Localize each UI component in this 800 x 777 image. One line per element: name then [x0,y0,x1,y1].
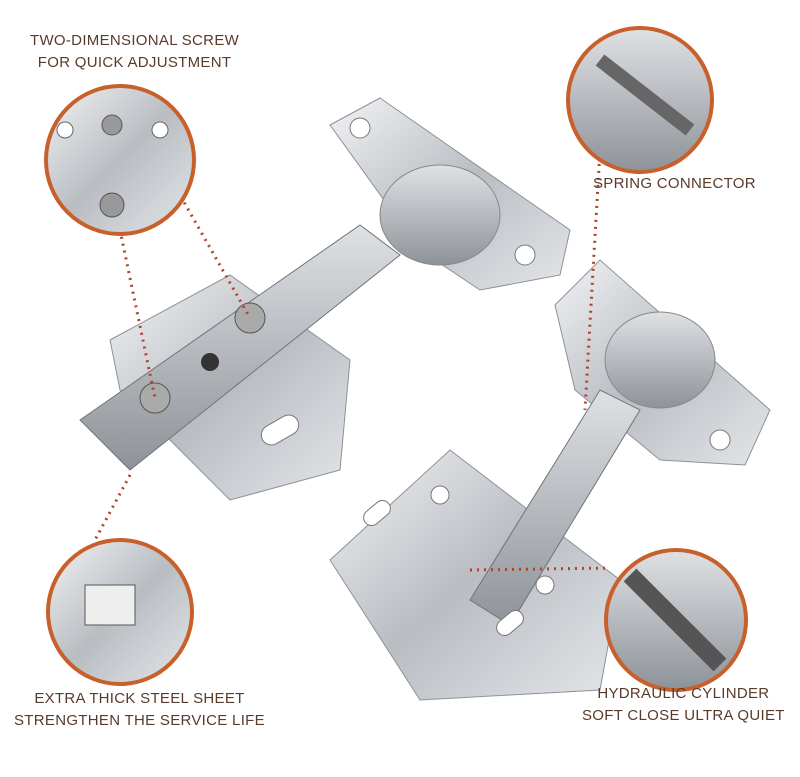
callout-spring-label: SPRING CONNECTOR [593,173,756,195]
callout-hydraulic-line1: HYDRAULIC CYLINDER [597,685,770,702]
callout-hydraulic-label: HYDRAULIC CYLINDER SOFT CLOSE ULTRA QUIE… [582,683,785,727]
callout-screw-line2: FOR QUICK ADJUSTMENT [37,54,232,71]
callout-hydraulic-line2: SOFT CLOSE ULTRA QUIET [582,707,785,724]
callout-hydraulic-circle [604,548,748,692]
callout-screw-label: TWO-DIMENSIONAL SCREW FOR QUICK ADJUSTME… [30,30,239,74]
callout-leaders [93,149,611,572]
left-hinge [79,97,571,501]
callout-screw-line1: TWO-DIMENSIONAL SCREW [30,32,240,49]
callout-screw-circle [44,84,196,236]
callout-steel-line2: STRENGTHEN THE SERVICE LIFE [14,712,265,729]
callout-spring-circle [566,26,714,174]
right-hinge [329,259,771,701]
callout-steel-circle [46,538,194,686]
callout-steel-line1: EXTRA THICK STEEL SHEET [34,690,245,707]
callout-steel-label: EXTRA THICK STEEL SHEET STRENGTHEN THE S… [14,688,265,732]
callout-spring-line1: SPRING CONNECTOR [593,175,756,192]
